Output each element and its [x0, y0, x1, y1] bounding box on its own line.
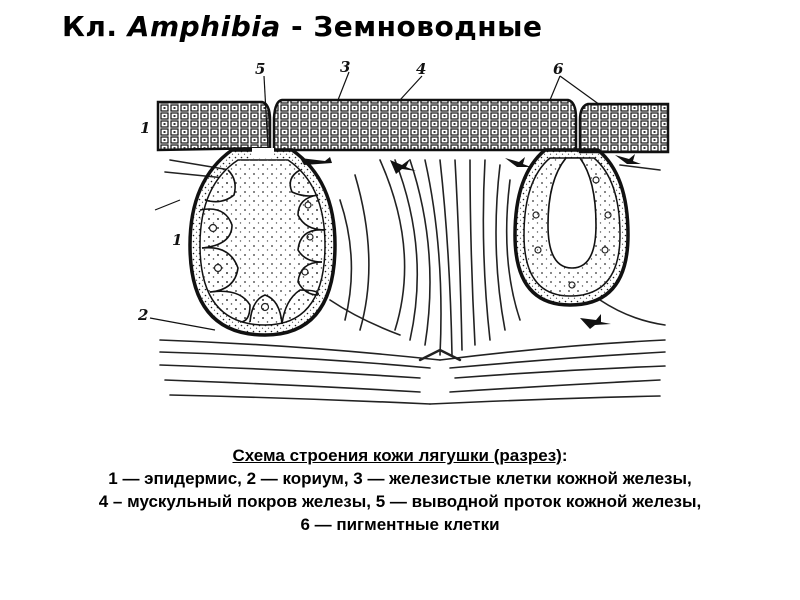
caption-line-2: 4 – мускульный покров железы, 5 — выводн…: [98, 492, 702, 511]
label-6-pigment: 6: [553, 60, 564, 78]
label-5-duct: 5: [255, 60, 265, 78]
caption-line-1: 1 — эпидермис, 2 — кориум, 3 — железисты…: [108, 469, 692, 488]
title-prefix: Кл.: [62, 10, 118, 43]
frog-skin-diagram: 1 1 2 3 4 5 6: [137, 58, 670, 405]
caption-heading: Схема строения кожи лягушки (разрез): [232, 446, 562, 465]
figure-caption: Схема строения кожи лягушки (разрез): 1 …: [0, 444, 800, 536]
label-1-epidermis: 1: [140, 119, 150, 137]
label-3-gland-cells: 3: [340, 58, 350, 76]
slide-title: Кл. Amphibia - Земноводные: [62, 10, 542, 43]
label-2-corium: 2: [137, 306, 148, 324]
left-gland: [188, 148, 337, 337]
title-latin: Amphibia: [127, 10, 281, 43]
caption-heading-suffix: :: [561, 446, 568, 465]
title-russian: Земноводные: [313, 10, 543, 43]
epidermis: [156, 98, 670, 154]
figure-labels: 1 1 2 3 4 5 6: [137, 58, 564, 324]
right-gland: [513, 148, 630, 307]
caption-line-3: 6 — пигментные клетки: [300, 515, 500, 534]
leader-lines: [149, 71, 601, 331]
label-1-second: 1: [172, 231, 182, 249]
label-4-muscle-cover: 4: [416, 60, 426, 78]
title-separator: -: [291, 10, 304, 43]
caption-heading-line: Схема строения кожи лягушки (разрез):: [0, 444, 800, 467]
